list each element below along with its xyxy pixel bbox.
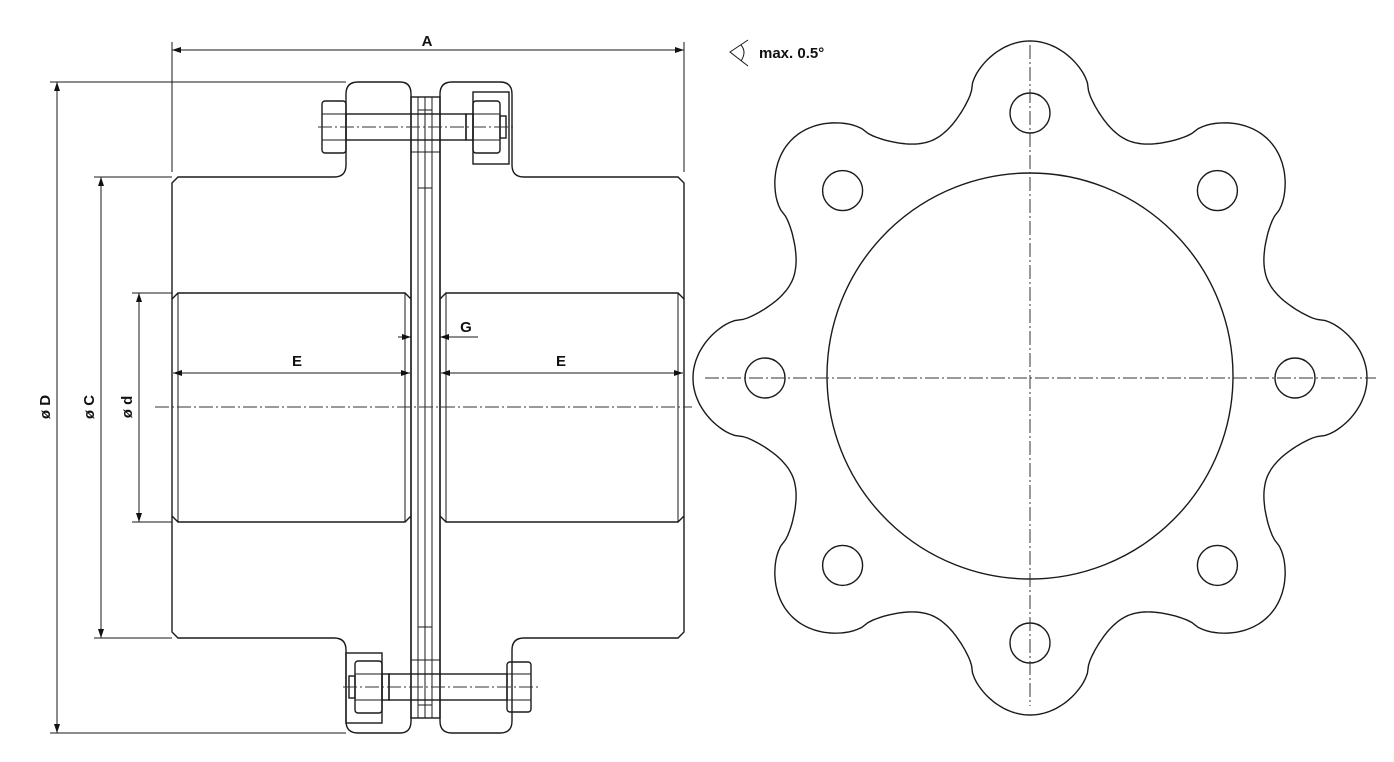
dimension-a: A (171, 33, 685, 172)
bolt-hole (821, 169, 864, 212)
bolt-hole (1274, 357, 1316, 399)
angle-symbol-icon (729, 39, 749, 67)
bolt-hole (1196, 169, 1239, 212)
bolt-hole (821, 544, 864, 587)
dimension-d-outer: ø D (37, 81, 346, 734)
dimension-g: G (398, 319, 478, 340)
dimension-e-right: E (441, 353, 683, 376)
front-view (692, 40, 1376, 716)
angular-misalignment: max. 0.5° (729, 39, 824, 67)
bottom-bolt (343, 652, 538, 724)
dimension-e-right-label: E (556, 353, 566, 370)
top-bolt (318, 91, 515, 165)
dimension-c: ø C (81, 176, 172, 639)
bolt-hole (1196, 544, 1239, 587)
dimension-d-outer-label: ø D (37, 395, 54, 419)
angular-misalignment-label: max. 0.5° (759, 45, 824, 62)
disc-pack (410, 96, 441, 719)
dimension-e-left: E (173, 353, 410, 376)
dimension-bore: ø d (119, 292, 172, 523)
dimension-e-left-label: E (292, 353, 302, 370)
dimension-g-label: G (460, 319, 472, 336)
dimension-a-label: A (422, 33, 433, 50)
dimension-c-label: ø C (81, 395, 98, 419)
flange-outline (692, 40, 1368, 716)
section-view: A ø D ø C ø d E E (37, 33, 824, 734)
dimension-bore-label: ø d (119, 396, 136, 419)
